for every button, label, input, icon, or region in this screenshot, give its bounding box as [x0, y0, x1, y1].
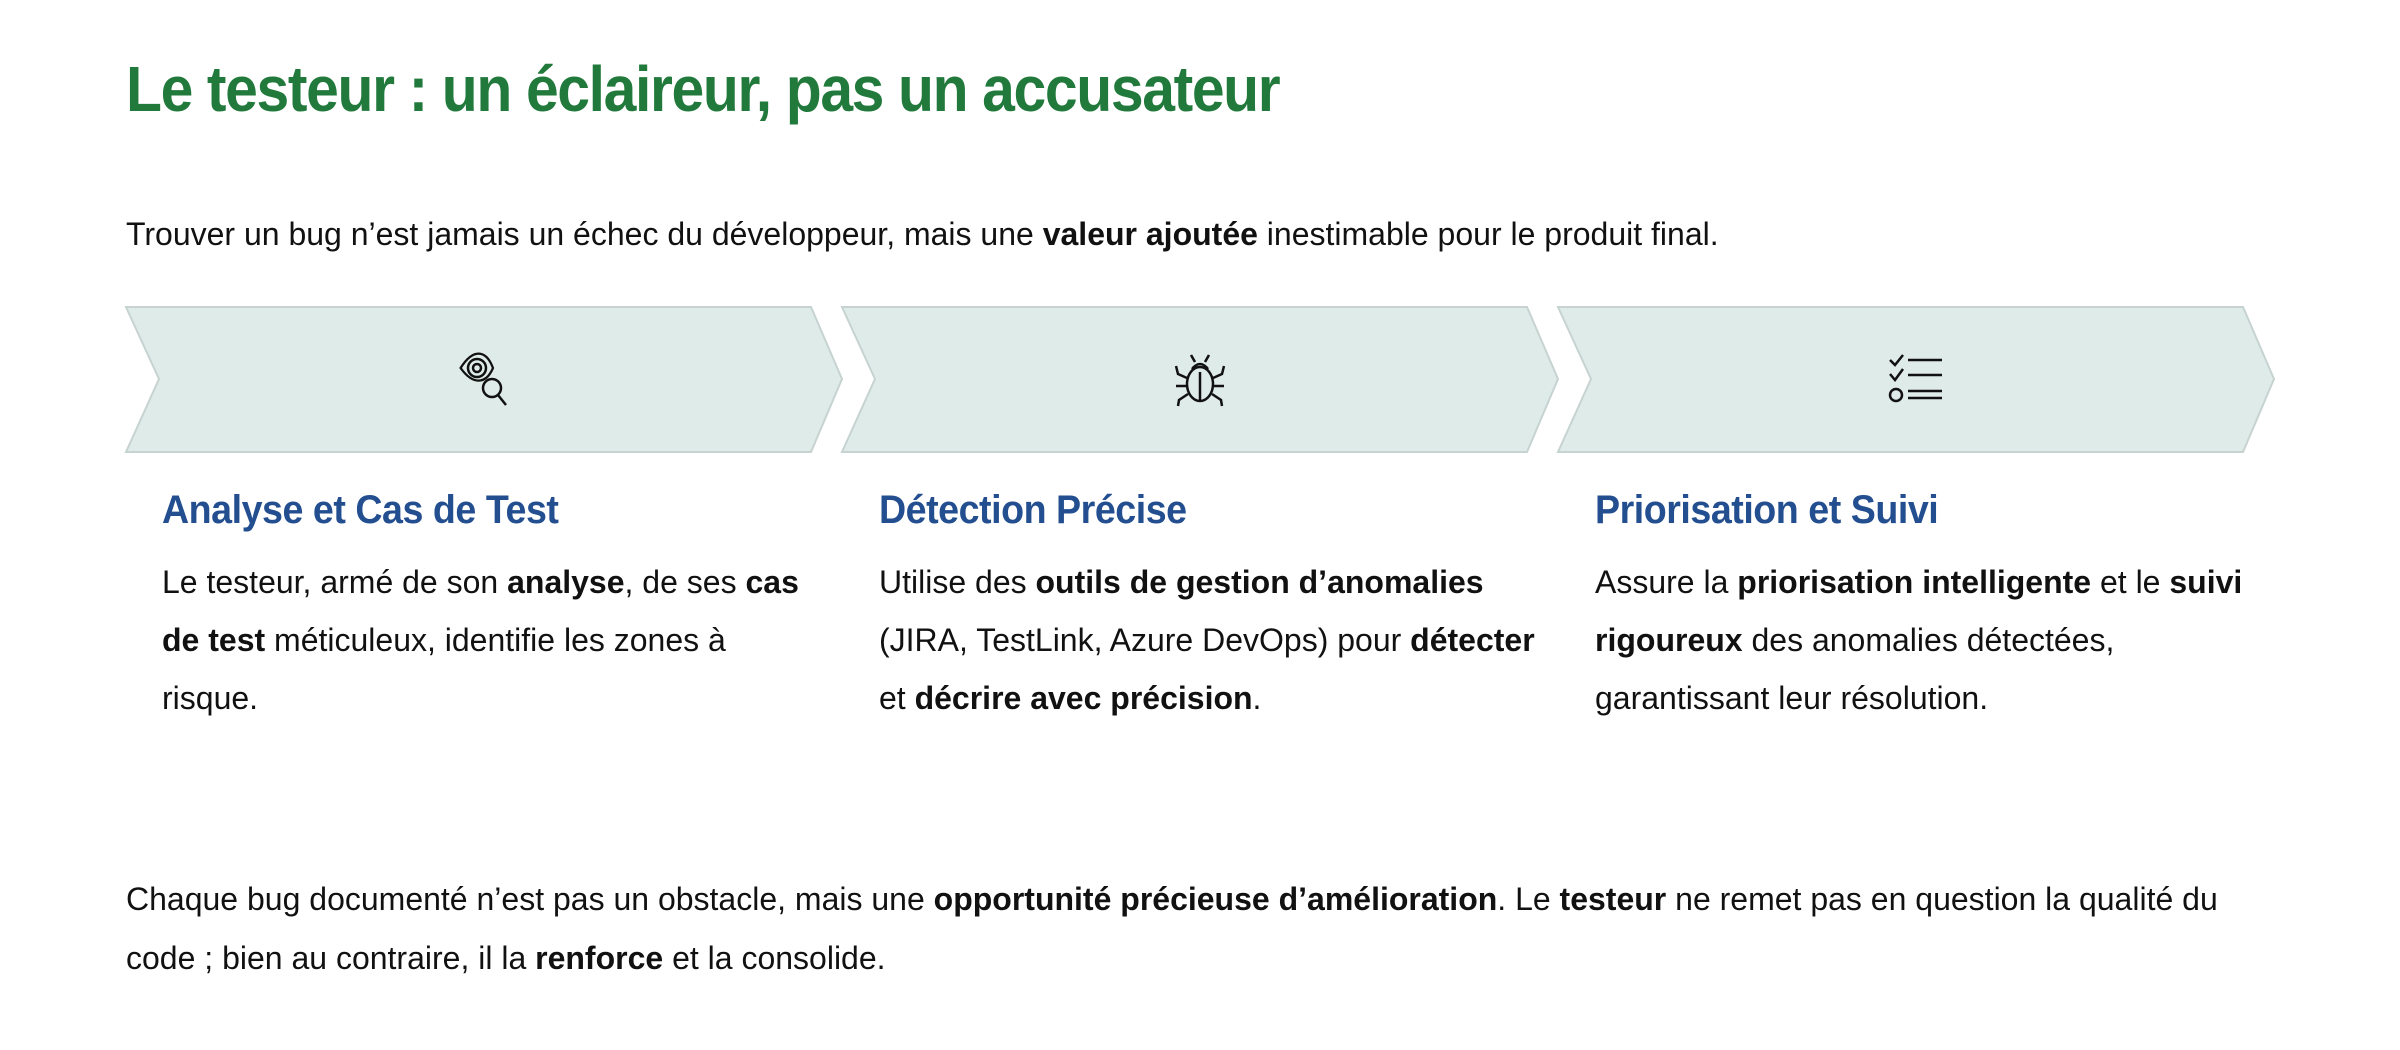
text-segment: . Le [1497, 881, 1560, 917]
text-segment: et le [2091, 564, 2170, 600]
checklist-icon [1888, 354, 1942, 403]
emphasized-text: suivi rigoureux [1595, 564, 2243, 658]
step-description: Utilise des outils de gestion d’anomalie… [879, 553, 1539, 727]
emphasized-text: testeur [1559, 881, 1667, 917]
step-heading: Analyse et Cas de Test [162, 488, 559, 532]
emphasized-text: opportunité précieuse d’amélioration [933, 881, 1498, 917]
step-heading: Priorisation et Suivi [1595, 488, 1939, 532]
step-description: Le testeur, armé de son analyse, de ses … [162, 553, 822, 727]
step-heading: Détection Précise [879, 488, 1187, 532]
step-priorisation: Priorisation et Suivi Assure la priorisa… [1595, 488, 2255, 727]
emphasized-text: renforce [535, 940, 664, 976]
text-segment: . [1252, 680, 1262, 716]
text-segment: Assure la [1595, 564, 1738, 600]
conclusion-paragraph: Chaque bug documenté n’est pas un obstac… [126, 870, 2286, 988]
text-segment: (JIRA, TestLink, Azure DevOps) pour [879, 622, 1411, 658]
step-analyse: Analyse et Cas de Test Le testeur, armé … [162, 488, 822, 727]
text-segment: et la consolide. [663, 940, 886, 976]
text-segment: , de ses [624, 564, 746, 600]
intro-paragraph: Trouver un bug n’est jamais un échec du … [126, 216, 1719, 253]
text-segment: et [879, 680, 915, 716]
emphasized-text: valeur ajoutée [1042, 216, 1258, 252]
text-segment: Utilise des [879, 564, 1036, 600]
emphasized-text: détecter [1410, 622, 1535, 658]
eye-magnifier-icon [459, 352, 507, 406]
text-segment: ne remet pas en question la qualité du c… [126, 881, 2218, 976]
page-title: Le testeur : un éclaireur, pas un accusa… [126, 53, 1281, 125]
text-segment: méticuleux, identifie les zones à risque… [162, 622, 726, 716]
emphasized-text: décrire avec précision [914, 680, 1253, 716]
text-segment: Le testeur, armé de son [162, 564, 508, 600]
text-segment: inestimable pour le produit final. [1257, 216, 1719, 252]
emphasized-text: cas de test [162, 564, 799, 658]
text-segment: Trouver un bug n’est jamais un échec du … [126, 216, 1043, 252]
bug-icon [1174, 354, 1226, 407]
step-description: Assure la priorisation intelligente et l… [1595, 553, 2255, 727]
emphasized-text: analyse [507, 564, 625, 600]
emphasized-text: priorisation intelligente [1737, 564, 2092, 600]
emphasized-text: outils de gestion d’anomalies [1035, 564, 1484, 600]
text-segment: Chaque bug documenté n’est pas un obstac… [126, 881, 934, 917]
text-segment: des anomalies détectées, garantissant le… [1595, 622, 2115, 716]
step-detection: Détection Précise Utilise des outils de … [879, 488, 1539, 727]
